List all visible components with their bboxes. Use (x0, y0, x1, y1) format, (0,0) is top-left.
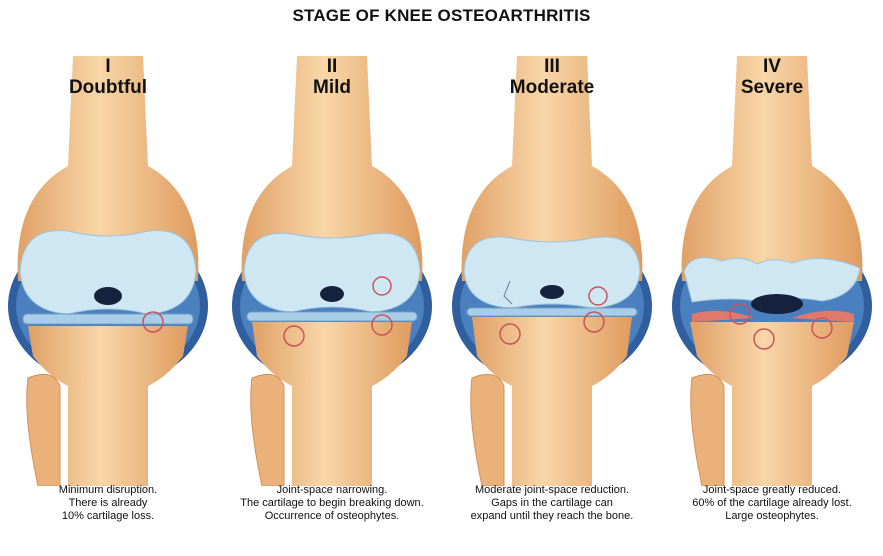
caption-line: Gaps in the cartilage can (442, 497, 662, 510)
caption-line: Joint-space narrowing. (222, 484, 442, 497)
caption-line: 60% of the cartilage already lost. (662, 497, 882, 510)
knee-illustration-severe (662, 56, 882, 486)
knee-illustration-mild (222, 56, 442, 486)
stage-panel-3: III Moderate Moderate joint-space reduct… (442, 56, 662, 556)
caption-line: Occurrence of osteophytes. (222, 510, 442, 523)
caption-line: Large osteophytes. (662, 510, 882, 523)
stage-heading: I Doubtful (0, 56, 218, 98)
stage-panel-4: IV Severe Joint-space greatly reduced. 6… (662, 56, 882, 556)
stage-numeral: IV (662, 56, 882, 77)
stage-caption: Moderate joint-space reduction. Gaps in … (442, 484, 662, 523)
stage-panel-1: I Doubtful Minimum disruption. There is … (0, 56, 218, 556)
stage-name: Severe (662, 77, 882, 98)
stage-heading: IV Severe (662, 56, 882, 98)
stage-heading: III Moderate (442, 56, 662, 98)
caption-line: Minimum disruption. (0, 484, 218, 497)
stage-name: Mild (222, 77, 442, 98)
stage-name: Doubtful (0, 77, 218, 98)
caption-line: 10% cartilage loss. (0, 510, 218, 523)
stage-caption: Joint-space narrowing. The cartilage to … (222, 484, 442, 523)
caption-line: The cartilage to begin breaking down. (222, 497, 442, 510)
stage-heading: II Mild (222, 56, 442, 98)
stage-numeral: II (222, 56, 442, 77)
caption-line: Joint-space greatly reduced. (662, 484, 882, 497)
caption-line: Moderate joint-space reduction. (442, 484, 662, 497)
stage-caption: Joint-space greatly reduced. 60% of the … (662, 484, 882, 523)
stage-name: Moderate (442, 77, 662, 98)
knee-illustration-doubtful (0, 56, 218, 486)
figure-title: STAGE OF KNEE OSTEOARTHRITIS (0, 6, 883, 26)
stage-caption: Minimum disruption. There is already 10%… (0, 484, 218, 523)
stage-numeral: III (442, 56, 662, 77)
caption-line: expand until they reach the bone. (442, 510, 662, 523)
caption-line: There is already (0, 497, 218, 510)
stage-panel-2: II Mild Joint-space narrowing. The carti… (222, 56, 442, 556)
stage-numeral: I (0, 56, 218, 77)
knee-illustration-moderate (442, 56, 662, 486)
